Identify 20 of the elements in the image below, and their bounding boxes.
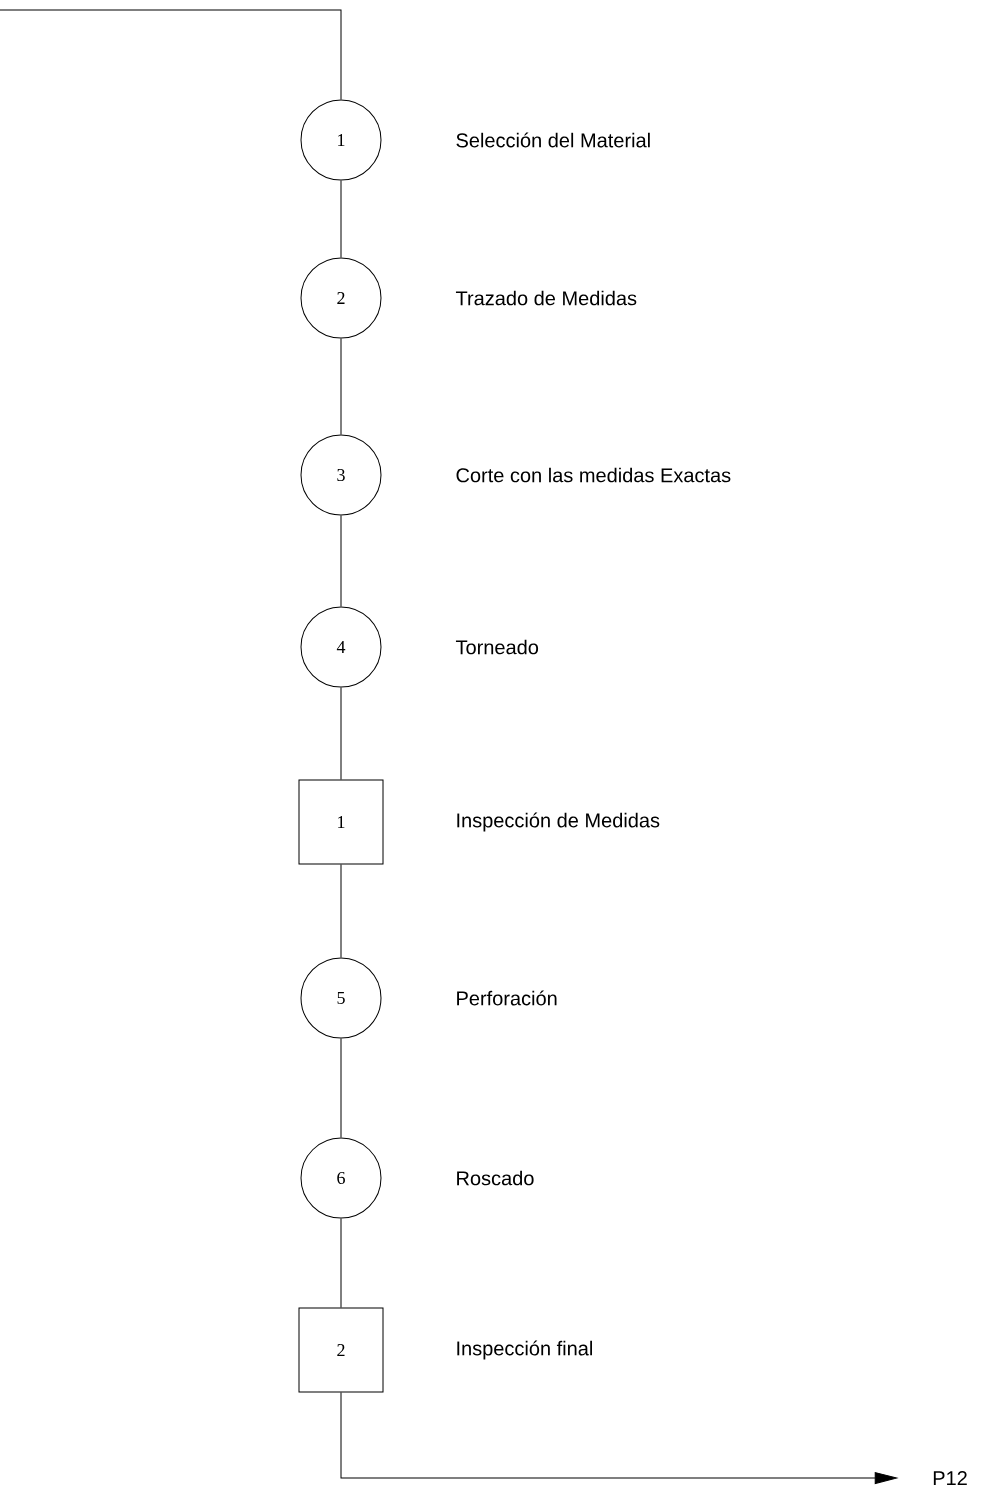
end-label: P12 (933, 1471, 967, 1485)
arrow (340, 1392, 898, 1484)
step-label: Corte con las medidas Exactas (456, 467, 731, 483)
connector-line (340, 1038, 342, 1138)
inspection-square: 1 (298, 779, 384, 865)
connector-line (340, 515, 342, 607)
step-label: Inspección final (457, 1340, 592, 1360)
step-label: Inspección de Medidas (457, 812, 660, 832)
connector-line (340, 180, 342, 258)
connector-line (340, 338, 342, 435)
step-label: Selección del Material (456, 132, 650, 148)
connector-line (340, 1218, 342, 1308)
connector-line (0, 9, 342, 100)
connector-line (340, 687, 342, 780)
inspection-square: 2 (298, 1307, 384, 1393)
step-label: Roscado (457, 1170, 534, 1186)
connector-line (340, 864, 342, 958)
step-label: Perforación (457, 990, 557, 1006)
step-label: Torneado (455, 639, 539, 655)
step-label: Trazado de Medidas (455, 290, 637, 306)
